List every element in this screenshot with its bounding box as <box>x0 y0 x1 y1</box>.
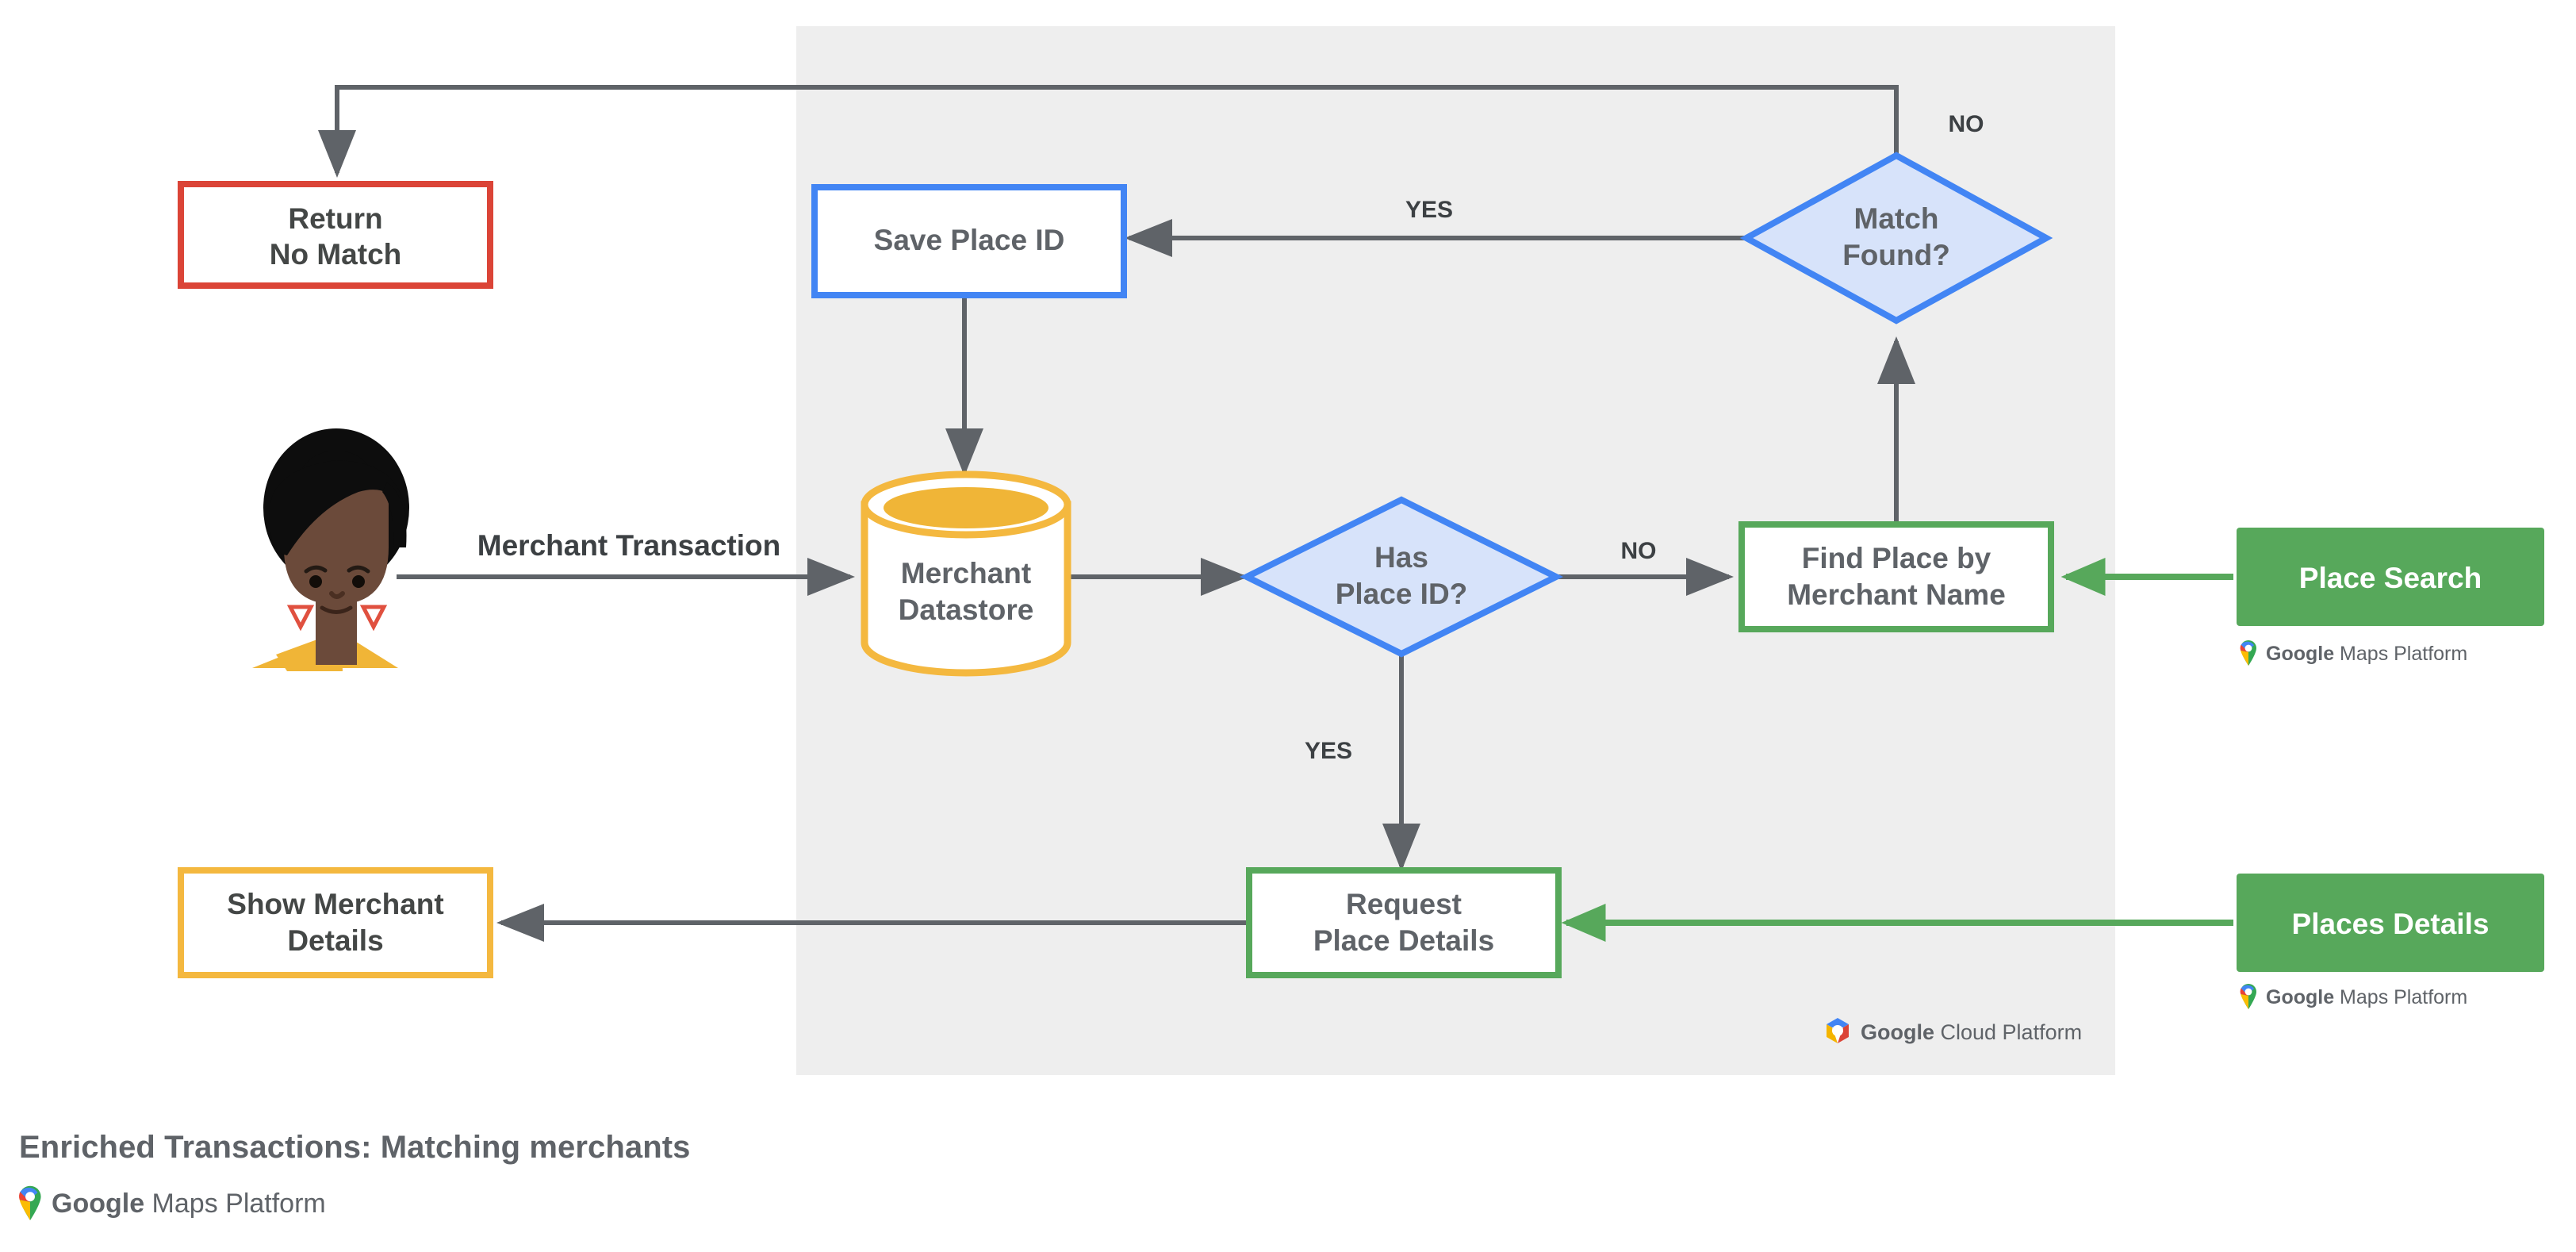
gmp-brand-prefix: Google <box>2266 643 2335 665</box>
node-merchant-datastore-line1: Merchant <box>901 557 1031 590</box>
gmp-footer-prefix: Google <box>52 1189 145 1219</box>
edge-label-match-no: NO <box>1949 111 1984 137</box>
gmp-brand-suffix: Maps Platform <box>2334 643 2468 665</box>
page-title: Enriched Transactions: Matching merchant… <box>19 1130 691 1165</box>
node-has-place-id-line1: Has <box>1374 541 1428 574</box>
node-match-found[interactable]: Match Found? <box>1739 152 2053 325</box>
node-save-place-id[interactable]: Save Place ID <box>811 184 1127 298</box>
gmp-logo-footer: Google Maps Platform <box>16 1184 326 1224</box>
edge-label-place-id-no: NO <box>1621 538 1657 564</box>
node-has-place-id[interactable]: Has Place ID? <box>1240 496 1563 658</box>
gcp-watermark-suffix: Cloud Platform <box>1934 1020 2083 1044</box>
google-maps-pin-icon <box>16 1184 44 1224</box>
node-place-search-label: Place Search <box>2299 562 2482 594</box>
node-place-search[interactable]: Place Search <box>2237 528 2544 626</box>
node-places-details-label: Places Details <box>2292 908 2490 940</box>
node-show-merchant-details-line2: Details <box>287 924 383 957</box>
node-match-found-line2: Found? <box>1842 239 1950 271</box>
gcp-watermark-text: Google Cloud Platform <box>1861 1020 2082 1045</box>
gmp-logo-text: Google Maps Platform <box>2266 643 2467 666</box>
node-match-found-line1: Match <box>1854 202 1939 235</box>
node-request-place-details-line2: Place Details <box>1313 924 1494 957</box>
edge-label-match-yes: YES <box>1405 197 1453 223</box>
node-save-place-id-label: Save Place ID <box>874 224 1065 256</box>
gmp-footer-text: Google Maps Platform <box>52 1189 326 1219</box>
edge-label-place-id-yes: YES <box>1305 738 1352 764</box>
gmp-footer-suffix: Maps Platform <box>144 1189 326 1219</box>
node-request-place-details-line1: Request <box>1346 888 1462 920</box>
node-show-merchant-details[interactable]: Show Merchant Details <box>178 867 493 978</box>
gcp-watermark: Google Cloud Platform <box>1823 1017 2082 1048</box>
gmp-brand-prefix: Google <box>2266 986 2335 1008</box>
node-return-no-match-line1: Return <box>288 202 382 235</box>
google-maps-pin-icon <box>2238 639 2259 670</box>
user-avatar-illustration <box>252 428 409 671</box>
edge-label-merchant-transaction: Merchant Transaction <box>477 529 780 562</box>
node-return-no-match-line2: No Match <box>270 238 402 271</box>
google-maps-pin-icon <box>2238 982 2259 1013</box>
node-return-no-match[interactable]: Return No Match <box>178 181 493 289</box>
google-cloud-platform-icon <box>1823 1017 1853 1048</box>
gmp-logo-place-search: Google Maps Platform <box>2238 639 2467 670</box>
gcp-watermark-prefix: Google <box>1861 1020 1934 1044</box>
node-find-place-by-merchant-name[interactable]: Find Place by Merchant Name <box>1738 521 2054 632</box>
node-find-place-line2: Merchant Name <box>1787 578 2006 611</box>
gmp-brand-suffix: Maps Platform <box>2334 986 2468 1008</box>
edge-match-no-to-return <box>318 85 1899 178</box>
node-merchant-datastore[interactable]: Merchant Datastore <box>861 470 1071 677</box>
gmp-logo-text: Google Maps Platform <box>2266 986 2467 1009</box>
node-show-merchant-details-line1: Show Merchant <box>227 888 443 920</box>
node-has-place-id-line2: Place ID? <box>1336 578 1468 610</box>
gmp-logo-places-details: Google Maps Platform <box>2238 982 2467 1013</box>
node-merchant-datastore-line2: Datastore <box>899 593 1034 626</box>
node-places-details[interactable]: Places Details <box>2237 874 2544 972</box>
node-find-place-line1: Find Place by <box>1802 542 1991 574</box>
node-request-place-details[interactable]: Request Place Details <box>1246 867 1562 978</box>
